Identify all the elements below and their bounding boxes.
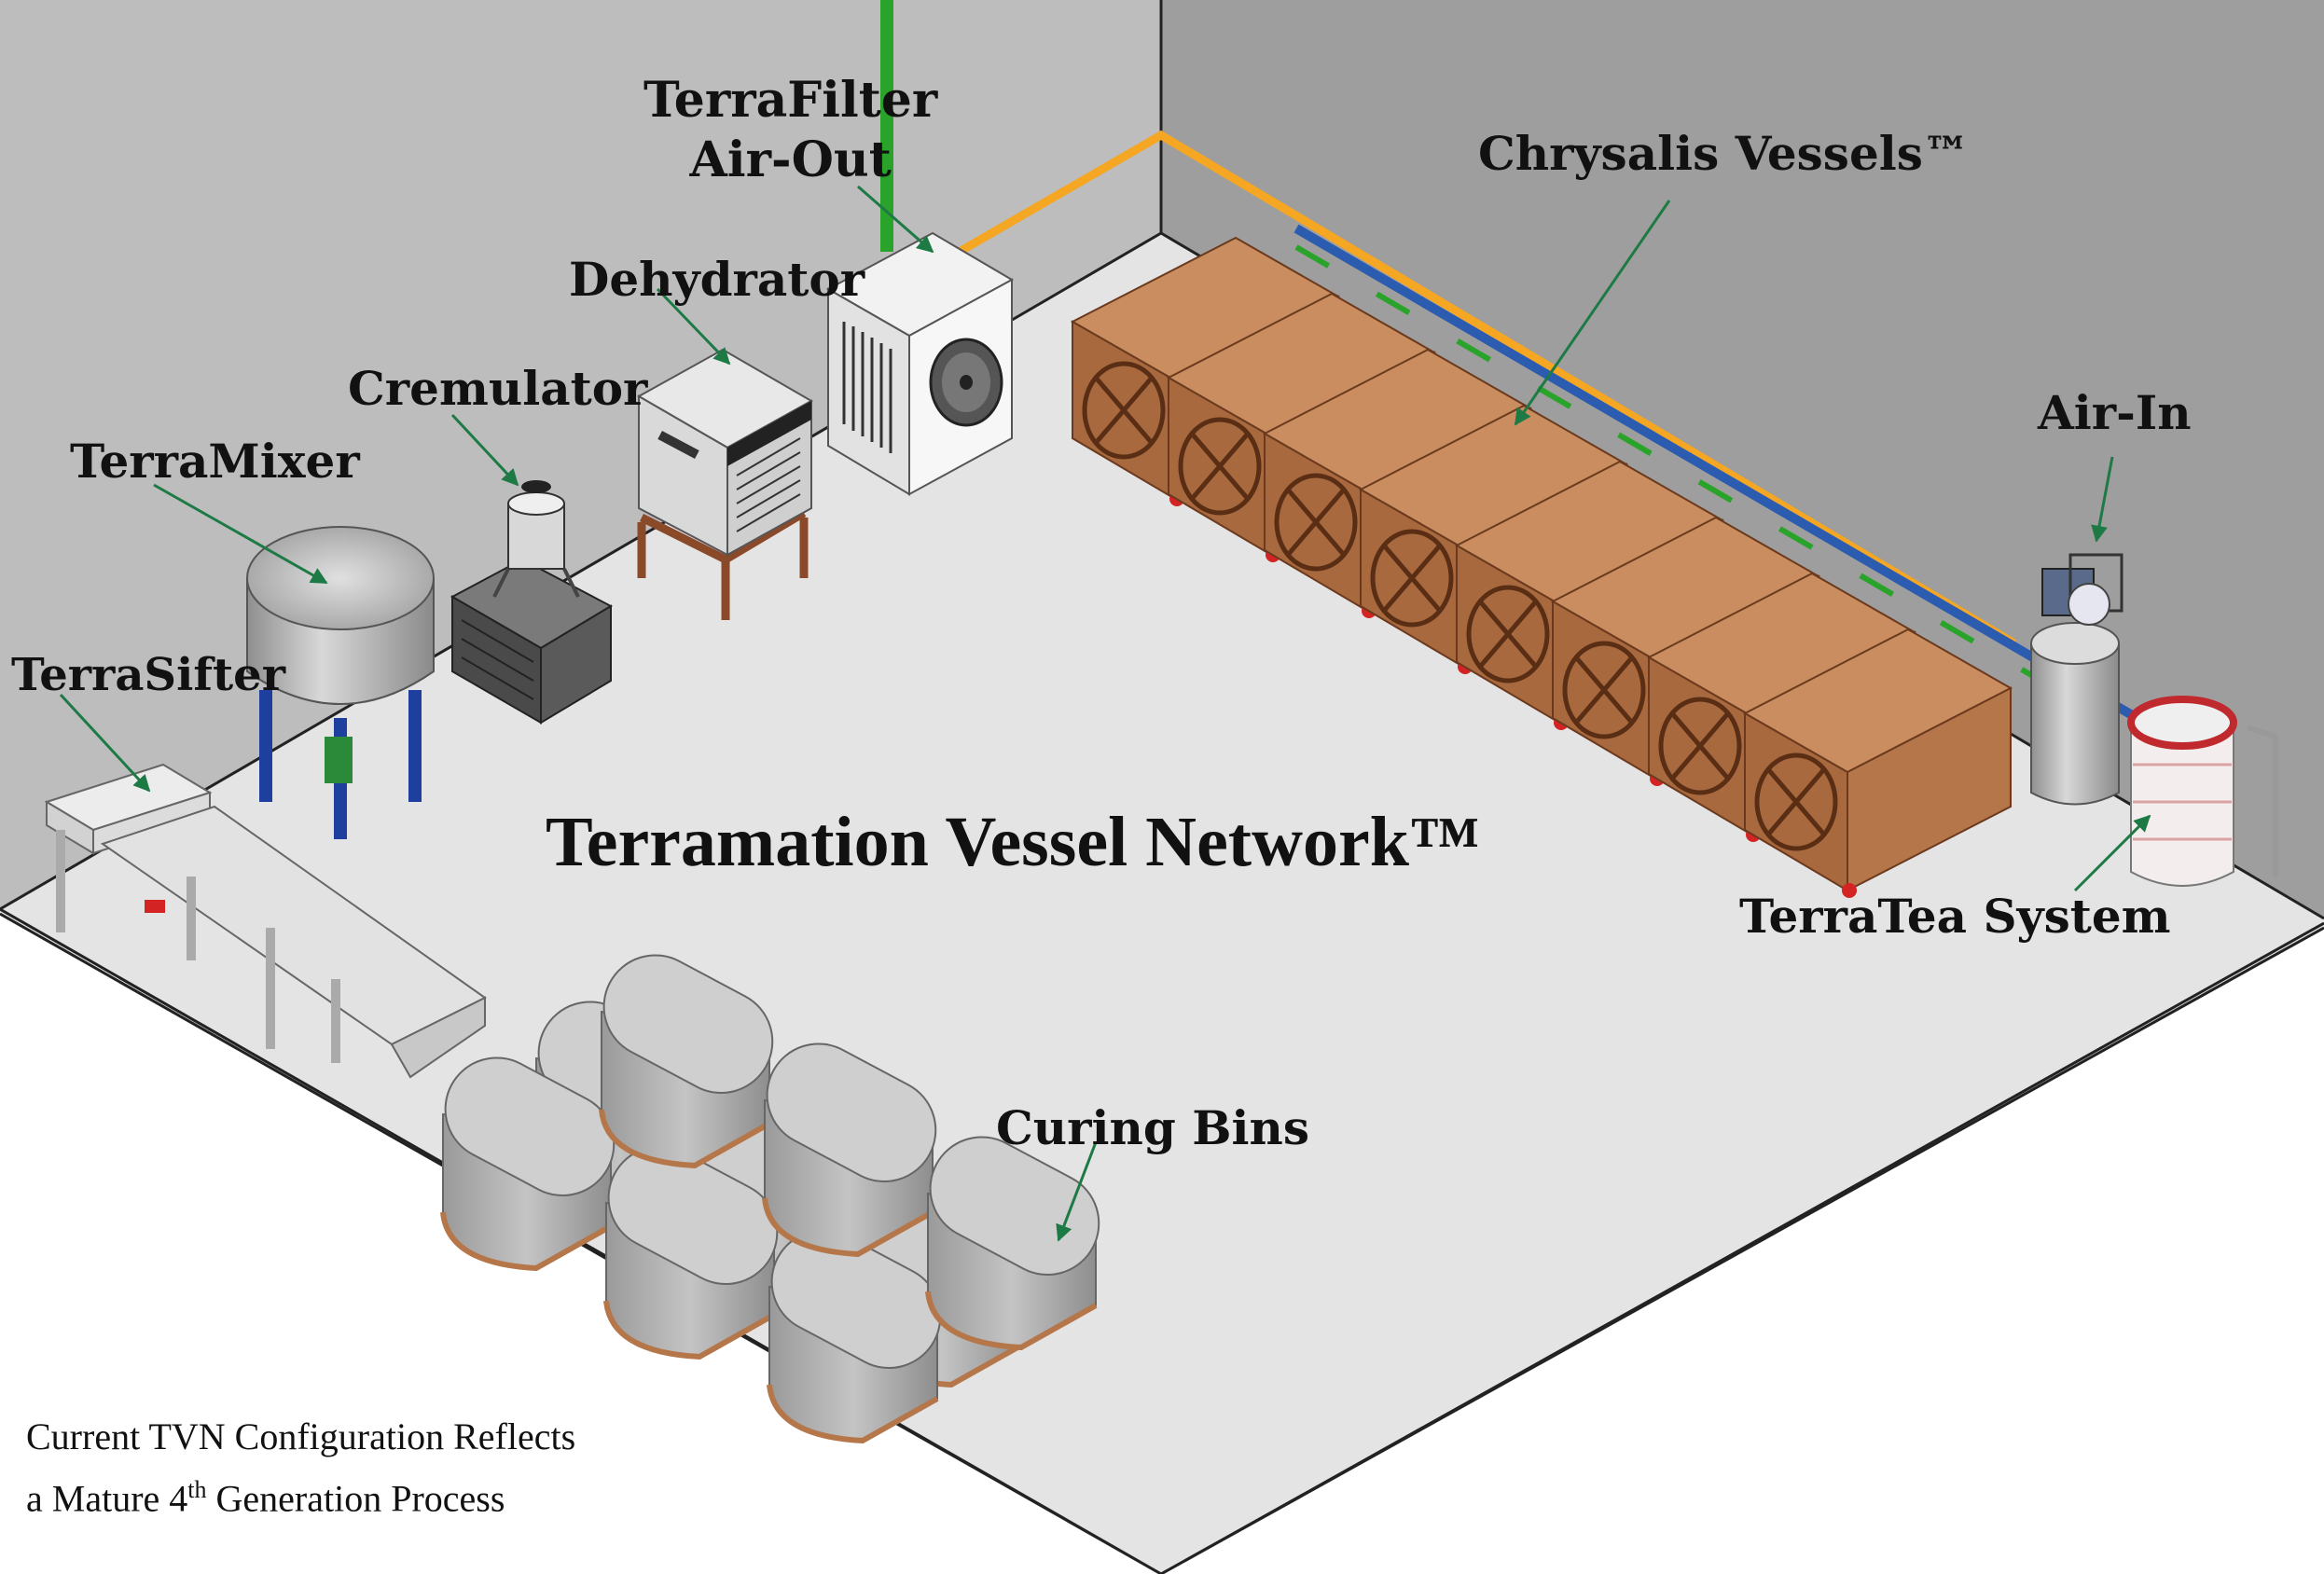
terrafilter-label-line2: Air-Out bbox=[689, 131, 892, 188]
air-in-label: Air-In bbox=[2038, 385, 2192, 440]
terrafilter-label-line1: TerraFilter bbox=[643, 72, 938, 129]
orange-air-pipe bbox=[948, 130, 2017, 647]
curing-bins-label: Curing Bins bbox=[996, 1100, 1309, 1155]
air-in-unit bbox=[2030, 553, 2123, 806]
terrasifter-arrow bbox=[59, 693, 151, 793]
chrysalis-arrow bbox=[1514, 200, 1671, 426]
terramixer-arrow bbox=[153, 483, 328, 585]
cremulator-unit bbox=[450, 480, 614, 725]
green-vertical-pipe bbox=[880, 0, 893, 252]
chrysalis-vessels-rest bbox=[1166, 292, 2013, 898]
pipes bbox=[880, 0, 2148, 727]
caption-line2-suffix: Generation Process bbox=[206, 1477, 505, 1520]
terrasifter-label: TerraSifter bbox=[11, 649, 285, 701]
curing-bin bbox=[767, 1229, 942, 1444]
curing-bins-arrow bbox=[1056, 1141, 1098, 1242]
terrafilter-arrow bbox=[857, 185, 934, 254]
terrafilter-label: TerraFilter Air-Out bbox=[643, 76, 937, 185]
curing-bin bbox=[599, 954, 774, 1169]
caption-line1: Current TVN Configuration Reflects bbox=[26, 1415, 576, 1457]
caption: Current TVN Configuration Reflects a Mat… bbox=[26, 1410, 575, 1525]
terramixer-unit bbox=[246, 526, 435, 839]
terrasifter-unit bbox=[44, 763, 487, 1079]
arrows bbox=[59, 185, 2151, 1242]
caption-line2: a Mature 4th Generation Process bbox=[26, 1463, 575, 1525]
air-in-arrow bbox=[2091, 456, 2114, 543]
curing-bin bbox=[603, 1145, 779, 1360]
terratea-arrow bbox=[2073, 814, 2151, 892]
blue-pipe bbox=[1293, 224, 2148, 727]
terratea-label: TerraTea System bbox=[1739, 889, 2171, 944]
dehydrator-unit bbox=[636, 348, 814, 620]
dehydrator-label: Dehydrator bbox=[569, 252, 865, 307]
caption-line2-sup: th bbox=[187, 1476, 207, 1503]
curing-bin bbox=[762, 1042, 937, 1258]
terrafilter-unit bbox=[825, 231, 1015, 496]
caption-line2-prefix: a Mature 4 bbox=[26, 1477, 188, 1520]
cremulator-arrow bbox=[450, 413, 519, 487]
cremulator-label: Cremulator bbox=[348, 361, 648, 416]
terratea-unit bbox=[2127, 696, 2278, 887]
dehydrator-arrow bbox=[656, 287, 731, 366]
chrysalis-vessel bbox=[1742, 628, 2013, 898]
terramixer-label: TerraMixer bbox=[70, 434, 360, 489]
diagram-title: Terramation Vessel Network™ bbox=[546, 803, 1480, 881]
curing-bins bbox=[440, 954, 1100, 1444]
chrysalis-label: Chrysalis Vessels™ bbox=[1478, 126, 1970, 181]
curing-bin bbox=[440, 1056, 616, 1272]
